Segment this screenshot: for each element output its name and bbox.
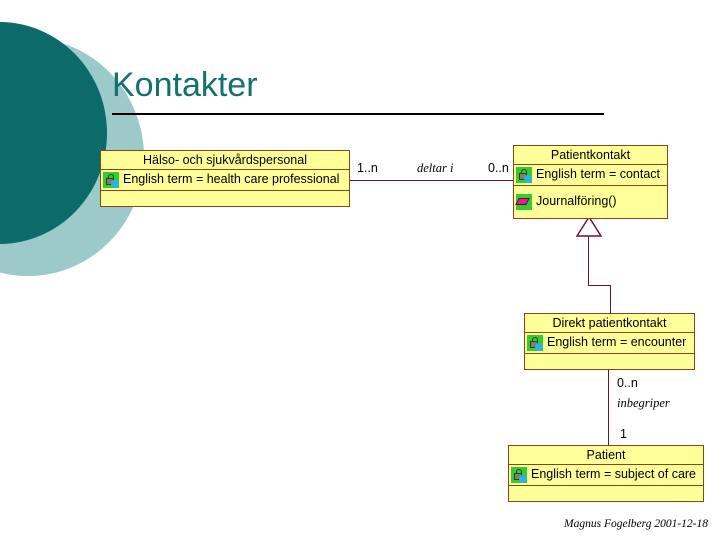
padlock-icon <box>527 335 543 351</box>
generalization-jog <box>588 285 610 286</box>
multiplicity-inbegriper-target: 1 <box>620 427 627 441</box>
class-name-patient: Patient <box>509 446 703 465</box>
class-attribute-text-direkt: English term = encounter <box>547 335 687 349</box>
multiplicity-inbegriper-source: 0..n <box>617 376 638 390</box>
generalization-stem-lower <box>610 285 611 313</box>
class-operation-text-patientkontakt: Journalföring() <box>536 194 617 208</box>
multiplicity-deltar-i-source: 1..n <box>357 161 378 175</box>
association-label-inbegriper: inbegriper <box>617 396 670 410</box>
title-underline <box>112 113 604 115</box>
class-operations-compartment-halso <box>101 191 349 210</box>
class-box-patientkontakt[interactable]: Patientkontakt English term = contact Jo… <box>513 145 668 219</box>
class-attribute-direkt: English term = encounter <box>525 333 694 354</box>
class-attribute-text-patient: English term = subject of care <box>531 467 697 481</box>
class-name-halso: Hälso- och sjukvårdspersonal <box>101 151 349 170</box>
class-box-halso-och-sjukvardspersonal[interactable]: Hälso- och sjukvårdspersonal English ter… <box>100 150 350 207</box>
class-operations-compartment-direkt <box>525 354 694 373</box>
padlock-icon <box>516 167 532 183</box>
class-operations-compartment-patient <box>509 486 703 505</box>
association-line-inbegriper <box>608 370 609 445</box>
footer-credit: Magnus Fogelberg 2001-12-18 <box>564 518 708 530</box>
association-line-deltar-i <box>345 180 520 181</box>
multiplicity-deltar-i-target: 0..n <box>488 161 509 175</box>
class-attribute-text-halso: English term = health care professional <box>123 172 340 186</box>
padlock-icon <box>511 467 527 483</box>
class-operation-patientkontakt: Journalföring() <box>514 186 667 219</box>
page-title: Kontakter <box>112 66 258 104</box>
padlock-icon <box>103 172 119 188</box>
class-box-direkt-patientkontakt[interactable]: Direkt patientkontakt English term = enc… <box>524 313 695 370</box>
class-attribute-patientkontakt: English term = contact <box>514 165 667 186</box>
method-icon <box>515 194 532 210</box>
generalization-stem-upper <box>588 235 589 285</box>
class-attribute-text-patientkontakt: English term = contact <box>536 167 661 181</box>
class-attribute-halso: English term = health care professional <box>101 170 349 191</box>
class-attribute-patient: English term = subject of care <box>509 465 703 486</box>
class-name-direkt: Direkt patientkontakt <box>525 314 694 333</box>
association-label-deltar-i: deltar i <box>417 161 454 175</box>
class-box-patient[interactable]: Patient English term = subject of care <box>508 445 704 502</box>
class-name-patientkontakt: Patientkontakt <box>514 146 667 165</box>
generalization-arrowhead <box>576 216 602 237</box>
